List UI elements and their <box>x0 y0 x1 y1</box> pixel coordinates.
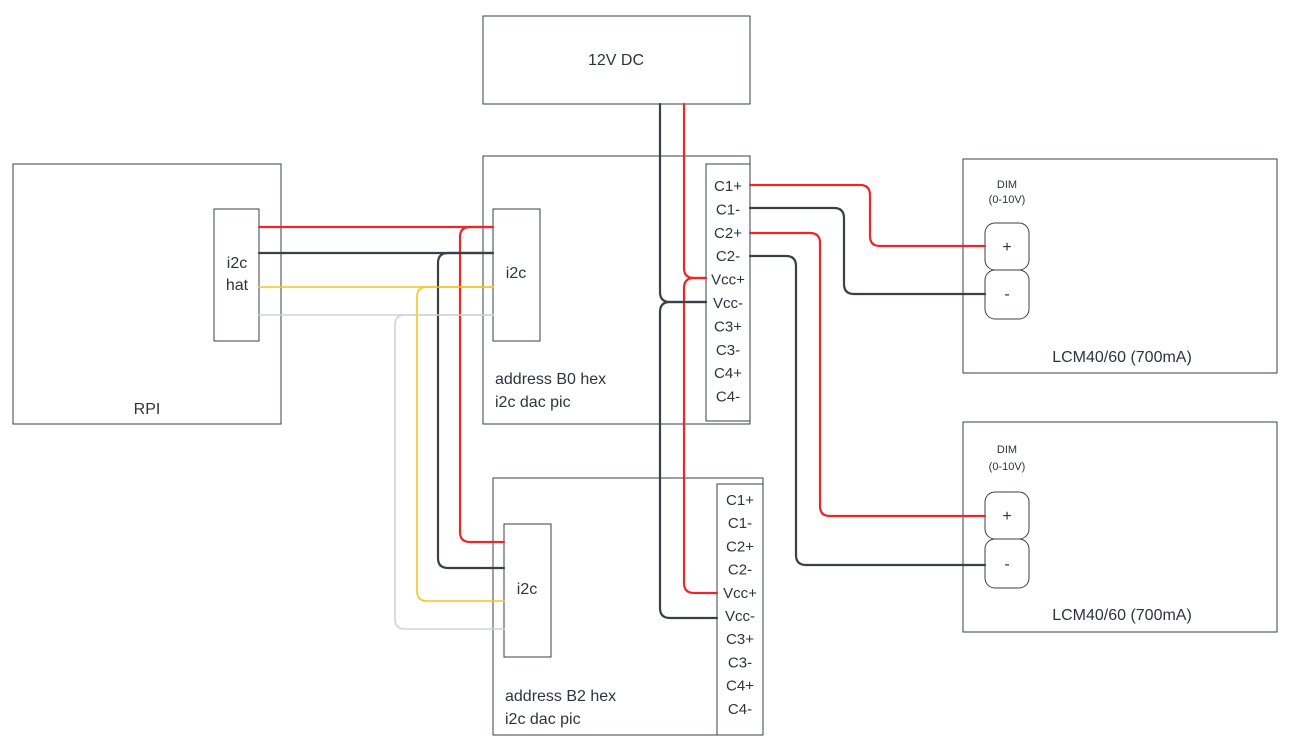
led-driver-2-minus-label: - <box>1004 556 1009 573</box>
dac-b2-pin-label: Vcc+ <box>723 585 757 602</box>
dac-b2-pin-label: C4- <box>728 701 752 718</box>
dac-b0-pin-label: C3- <box>716 342 740 359</box>
i2c-sda-wire-b2 <box>416 286 505 602</box>
dac-b0-pin-label: C2- <box>716 248 740 265</box>
led-driver-2-dim-label: DIM <box>997 444 1017 456</box>
dac-b2-desc: i2c dac pic <box>505 711 581 728</box>
dac-b0-pin-label: C3+ <box>714 318 742 335</box>
dac-b2-pin-label: C2+ <box>726 538 754 555</box>
dac-b0-address: address B0 hex <box>495 371 606 388</box>
i2c-hat-box <box>213 208 260 342</box>
dac-b2-i2c-box <box>503 523 552 658</box>
dac-b0: i2c address B0 hex i2c dac pic C1+ C1- C2+… <box>482 155 751 425</box>
led-driver-2-dim-range: (0-10V) <box>989 461 1026 473</box>
led-driver-1: DIM (0-10V) + - LCM40/60 (700mA) <box>962 158 1278 374</box>
power-negative-wire-b2 <box>658 300 719 620</box>
led-driver-2: DIM (0-10V) + - LCM40/60 (700mA) <box>962 421 1278 633</box>
led-driver-1-dim-label: DIM <box>997 179 1017 191</box>
dac-b0-pin-label: C2+ <box>714 225 742 242</box>
rpi: i2c hat RPI <box>12 163 282 425</box>
i2c-hat-label-line2: hat <box>226 277 249 294</box>
i2c-hat-label-line1: i2c <box>227 255 247 272</box>
dac-b0-pins: C1+ C1- C2+ C2- Vcc+ Vcc- C3+ C3- C4+ C4- <box>711 178 745 406</box>
led-driver-2-label: LCM40/60 (700mA) <box>1052 607 1192 624</box>
dac-b2-pin-label: C2- <box>728 562 752 579</box>
dac-b0-pin-label: C4- <box>716 389 740 406</box>
c1-positive-wire <box>748 183 987 248</box>
dac-b0-pin-label: C4+ <box>714 365 742 382</box>
power-positive-wire-b2 <box>682 276 719 595</box>
dac-b0-pin-label: C1- <box>716 201 740 218</box>
c2-positive-wire <box>748 231 987 518</box>
dac-b0-pin-label: Vcc+ <box>711 272 745 289</box>
dac-b2-pin-label: C3- <box>728 654 752 671</box>
dac-b2: i2c address B2 hex i2c dac pic C1+ C1- C2+… <box>492 477 764 736</box>
led-driver-1-dim-range: (0-10V) <box>989 194 1026 206</box>
dac-b2-i2c-label: i2c <box>517 581 537 598</box>
dac-b0-desc: i2c dac pic <box>495 394 571 411</box>
i2c-scl-wire-b2 <box>394 314 505 630</box>
led-driver-2-plus-label: + <box>1002 508 1011 525</box>
dac-b0-pin-label: Vcc- <box>713 295 743 312</box>
dac-b0-i2c-box <box>492 208 541 342</box>
power-supply-box <box>482 15 751 105</box>
led-driver-1-label: LCM40/60 (700mA) <box>1052 349 1192 366</box>
dac-b2-pin-label: C1+ <box>726 492 754 509</box>
dac-b0-pin-label: C1+ <box>714 178 742 195</box>
power-supply: 12V DC <box>482 15 751 105</box>
c1-negative-wire <box>748 206 987 296</box>
dac-b2-pin-label: C1- <box>728 515 752 532</box>
led-driver-1-plus-label: + <box>1002 239 1011 256</box>
power-supply-label: 12V DC <box>588 52 644 69</box>
dac-b2-pin-label: C3+ <box>726 631 754 648</box>
dac-b0-i2c-label: i2c <box>506 265 526 282</box>
i2c-vcc-wire-b2 <box>458 225 506 544</box>
dac-b2-address: address B2 hex <box>505 688 616 705</box>
dac-b0-pin-header <box>705 163 751 422</box>
led-driver-2-minus-terminal <box>984 538 1030 589</box>
rpi-label: RPI <box>134 401 161 418</box>
dac-b2-pin-label: C4+ <box>726 678 754 695</box>
dac-b2-pin-label: Vcc- <box>725 608 755 625</box>
c2-negative-wire <box>748 254 987 567</box>
dac-b2-pin-header <box>716 483 764 736</box>
dac-b2-pins: C1+ C1- C2+ C2- Vcc+ Vcc- C3+ C3- C4+ C4- <box>723 492 757 718</box>
i2c-gnd-wire-b2 <box>436 251 506 570</box>
led-driver-1-minus-label: - <box>1004 286 1009 303</box>
